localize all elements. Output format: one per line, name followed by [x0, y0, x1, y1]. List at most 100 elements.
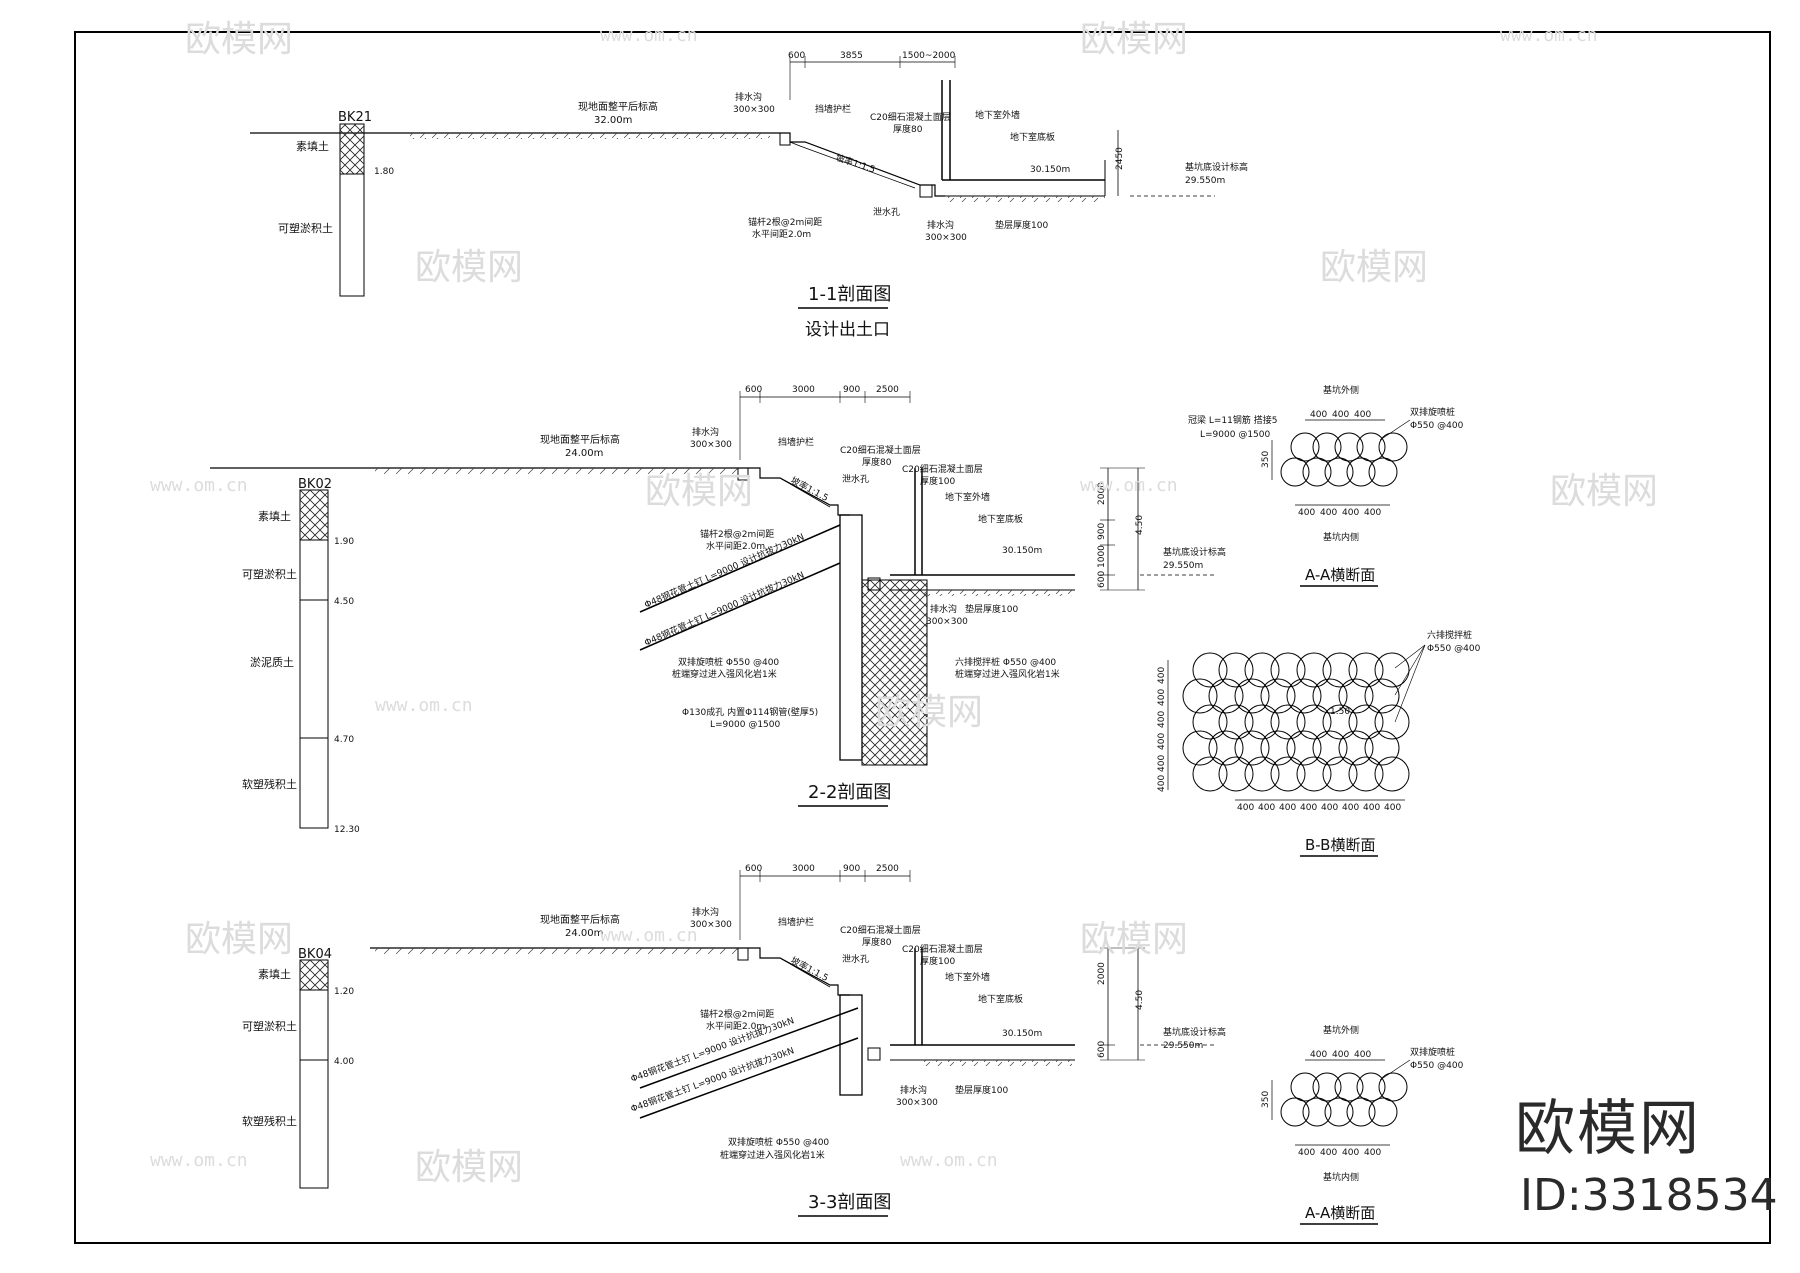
- annotation: C20细石混凝土面层: [840, 924, 921, 936]
- annotation: 排水沟: [735, 91, 762, 103]
- dim-label: 400: [1354, 1050, 1371, 1060]
- dim-label: 900: [843, 385, 860, 395]
- dim-label: 400: [1364, 1148, 1381, 1158]
- annotation: Φ550 @400: [1410, 421, 1464, 431]
- dim-label: 600: [1097, 571, 1107, 588]
- dim-label: 400: [1157, 733, 1167, 750]
- annotation: 泄水孔: [873, 206, 900, 218]
- watermark-url: www.om.cn: [1080, 475, 1178, 496]
- annotation: 29.550m: [1185, 176, 1225, 186]
- annotation: 基坑内侧: [1323, 531, 1359, 543]
- annotation: 24.00m: [565, 448, 603, 459]
- annotation: 锚杆2根@2m间距: [748, 216, 822, 228]
- annotation: 锚杆2根@2m间距: [700, 1008, 774, 1020]
- dim-label: 400: [1310, 410, 1327, 420]
- annotation: 水平间距2.0m: [752, 228, 811, 240]
- annotation: 地下室底板: [978, 993, 1023, 1005]
- annotation: 29.550m: [1163, 561, 1203, 571]
- depth-label: 4.50: [334, 597, 354, 607]
- pile-circles: [1280, 1072, 1408, 1127]
- annotation: 桩端穿过进入强风化岩1米: [672, 668, 777, 680]
- depth-label: 4.00: [334, 1057, 354, 1067]
- annotation: 垫层厚度100: [965, 603, 1018, 615]
- brand-logo-text: 欧模网: [1515, 1094, 1701, 1164]
- watermark-url: www.om.cn: [1500, 25, 1598, 46]
- section-title: B-B横断面: [1305, 836, 1375, 854]
- annotation: 厚度100: [920, 475, 955, 487]
- layer-label: 素填土: [258, 967, 291, 981]
- dim-label: 600: [1097, 1041, 1107, 1058]
- dim-label: 400: [1310, 1050, 1327, 1060]
- borehole-id: BK04: [298, 947, 332, 962]
- annotation: 300×300: [690, 440, 732, 450]
- dim-label: 400: [1342, 803, 1359, 813]
- layer-label: 素填土: [258, 509, 291, 523]
- layer-label: 软塑残积土: [242, 777, 297, 791]
- dim-label: 3000: [792, 385, 815, 395]
- annotation: 泄水孔: [842, 473, 869, 485]
- watermark-text: 欧模网: [1550, 471, 1659, 512]
- annotation: 排水沟: [927, 219, 954, 231]
- dim-label: 2450: [1115, 147, 1125, 170]
- annotation: 挡墙护栏: [778, 916, 814, 928]
- annotation: C20细石混凝土面层: [902, 463, 983, 475]
- section-title: 1-1剖面图: [808, 284, 891, 305]
- dim-label: 3855: [840, 51, 863, 61]
- annotation: 现地面整平后标高: [540, 913, 620, 926]
- dim-label: 600: [745, 864, 762, 874]
- watermark-url: www.om.cn: [600, 925, 698, 946]
- annotation: 300×300: [926, 617, 968, 627]
- dim-label: 400: [1279, 803, 1296, 813]
- dim-label: 3000: [792, 864, 815, 874]
- annotation: L=9000 @1500: [1200, 430, 1270, 440]
- annotation: 300×300: [733, 105, 775, 115]
- annotation: 地下室外墙: [945, 971, 990, 983]
- watermark-url: www.om.cn: [375, 695, 473, 716]
- annotation: 六排搅拌桩: [1427, 629, 1472, 641]
- dim-label: 400: [1157, 711, 1167, 728]
- watermark-text: 欧模网: [415, 1147, 524, 1188]
- watermark-url: www.om.cn: [600, 25, 698, 46]
- dim-label: 400: [1364, 508, 1381, 518]
- annotation: 300×300: [690, 920, 732, 930]
- annotation: Φ130成孔 内置Φ114钢管(壁厚5): [682, 706, 818, 718]
- watermark-text: 欧模网: [1080, 19, 1189, 60]
- annotation: 厚度80: [862, 936, 892, 948]
- annotation: 排水沟: [692, 426, 719, 438]
- borehole-column: [299, 959, 329, 1189]
- annotation: 地下室外墙: [945, 491, 990, 503]
- annotation: C20细石混凝土面层: [870, 111, 951, 123]
- section-title: 2-2剖面图: [808, 782, 891, 803]
- dim-label: 600: [745, 385, 762, 395]
- layer-label: 可塑淤积土: [242, 1019, 297, 1033]
- dim-label: 400: [1298, 1148, 1315, 1158]
- layer-label: 可塑淤积土: [278, 221, 333, 235]
- dim-label: 4.50: [1135, 990, 1145, 1010]
- pile-circles: [1182, 652, 1410, 792]
- dim-label: 400: [1384, 803, 1401, 813]
- pile-circles: [1280, 432, 1408, 487]
- dim-label: 900: [843, 864, 860, 874]
- annotation: 双排旋喷桩 Φ550 @400: [678, 656, 779, 668]
- annotation: 排水沟: [900, 1084, 927, 1096]
- dim-label: 400: [1258, 803, 1275, 813]
- annotation: 300×300: [925, 233, 967, 243]
- annotation: C20细石混凝土面层: [840, 444, 921, 456]
- annotation: 30.150m: [1030, 165, 1070, 175]
- annotation: 地下室外墙: [975, 109, 1020, 121]
- cross-section-aa-bottom: 基坑外侧 双排旋喷桩 Φ550 @400 400 400 400 350 400…: [1261, 1024, 1464, 1225]
- annotation: 现地面整平后标高: [540, 433, 620, 446]
- annotation: 300×300: [896, 1098, 938, 1108]
- dim-label: 400: [1298, 508, 1315, 518]
- annotation: 30.150m: [1002, 1029, 1042, 1039]
- dim-label: 400: [1321, 803, 1338, 813]
- dim-label: 400: [1157, 689, 1167, 706]
- annotation: 坡率1:1.5: [789, 954, 831, 984]
- dim-label: 2500: [876, 864, 899, 874]
- dim-label: 400: [1320, 1148, 1337, 1158]
- annotation: Φ550 @400: [1427, 644, 1481, 654]
- annotation: Φ48钢花管土钉 L=9000 设计抗拔力30kN: [642, 569, 806, 649]
- dim-label: 400: [1300, 803, 1317, 813]
- annotation: 基坑内侧: [1323, 1171, 1359, 1183]
- borehole-id: BK21: [338, 110, 372, 125]
